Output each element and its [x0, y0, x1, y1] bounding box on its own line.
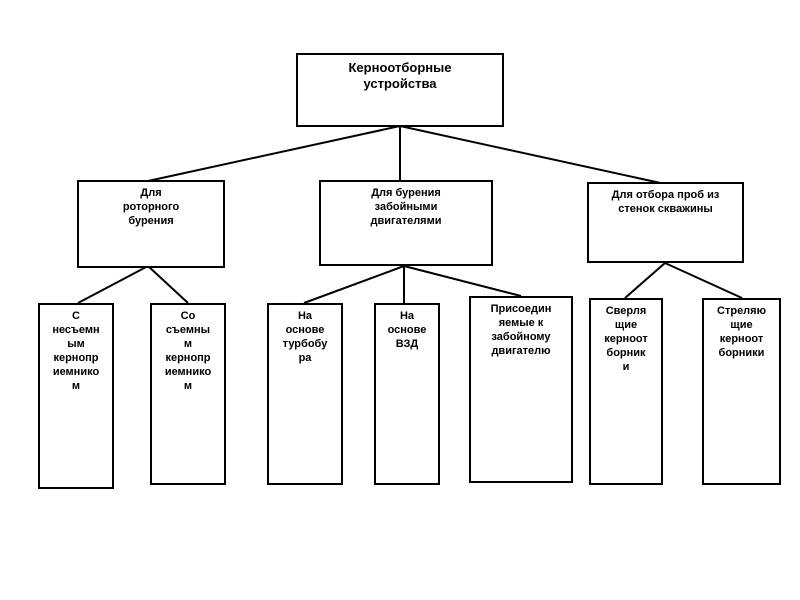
- leaf-node-non-retrievable-core-receiver: С несъемн ым кернопр иемнико м: [38, 303, 114, 489]
- connector-root-group-1: [147, 125, 401, 182]
- leaf-node-shooting-core-samplers: Стреляю щие керноот борники: [702, 298, 781, 485]
- leaf-node-turbodrill-based: На основе турбобу ра: [267, 303, 343, 485]
- group-node-downhole-motors: Для бурения забойными двигателями: [319, 180, 493, 266]
- connector-group-1-child-1: [77, 265, 149, 304]
- connector-group-1-child-2: [147, 265, 189, 304]
- leaf-node-motor-attached: Присоедин яемые к забойному двигателю: [469, 296, 573, 483]
- connector-root-group-3: [399, 125, 666, 185]
- connector-group-3-child-1: [624, 262, 666, 299]
- leaf-node-vzd-based: На основе ВЗД: [374, 303, 440, 485]
- group-node-rotary-drilling: Для роторного бурения: [77, 180, 225, 268]
- root-node: Керноотборные устройства: [296, 53, 504, 127]
- connector-group-3-child-2: [664, 262, 743, 299]
- group-node-sidewall-sampling: Для отбора проб из стенок скважины: [587, 182, 744, 263]
- connector-group-2-child-1: [303, 265, 405, 304]
- leaf-node-retrievable-core-receiver: Со съемны м кернопр иемнико м: [150, 303, 226, 485]
- leaf-node-drilling-core-samplers: Сверля щие керноот борник и: [589, 298, 663, 485]
- connector-group-2-child-3: [403, 265, 522, 297]
